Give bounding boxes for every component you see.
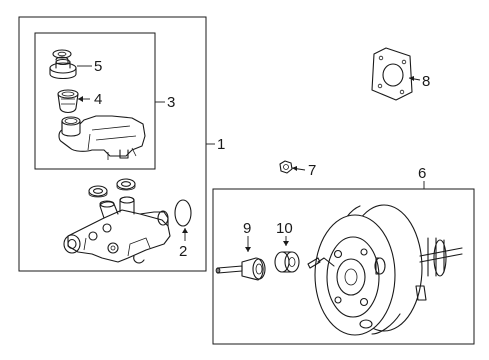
callout-5: 5	[94, 58, 102, 75]
callout-3: 3	[167, 94, 175, 111]
grommet-left-part	[88, 185, 108, 198]
clevis-pin-part	[215, 257, 266, 281]
reservoir-body-part	[58, 115, 146, 160]
callout-6: 6	[418, 165, 426, 182]
grommet-right-part	[116, 178, 136, 191]
booster-gasket-part	[371, 47, 413, 101]
nut-part	[279, 160, 293, 174]
callout-7: 7	[308, 162, 316, 179]
callout-8: 8	[422, 73, 430, 90]
booster-seal-part	[274, 251, 300, 273]
booster-group-box	[212, 188, 475, 345]
master-cylinder-group-box	[18, 16, 207, 272]
callout-2: 2	[179, 243, 187, 260]
callout-4: 4	[94, 91, 102, 108]
leader-arrows	[78, 76, 414, 252]
reservoir-subgroup-box	[34, 32, 156, 170]
reservoir-cap-part	[49, 49, 77, 80]
o-ring-seal-part	[174, 199, 192, 227]
master-cylinder-part	[63, 196, 171, 264]
callout-9: 9	[243, 220, 251, 237]
brake-booster-part	[307, 204, 463, 336]
callout-1: 1	[217, 136, 225, 153]
callout-10: 10	[276, 220, 293, 237]
reservoir-strainer-part	[57, 89, 79, 114]
